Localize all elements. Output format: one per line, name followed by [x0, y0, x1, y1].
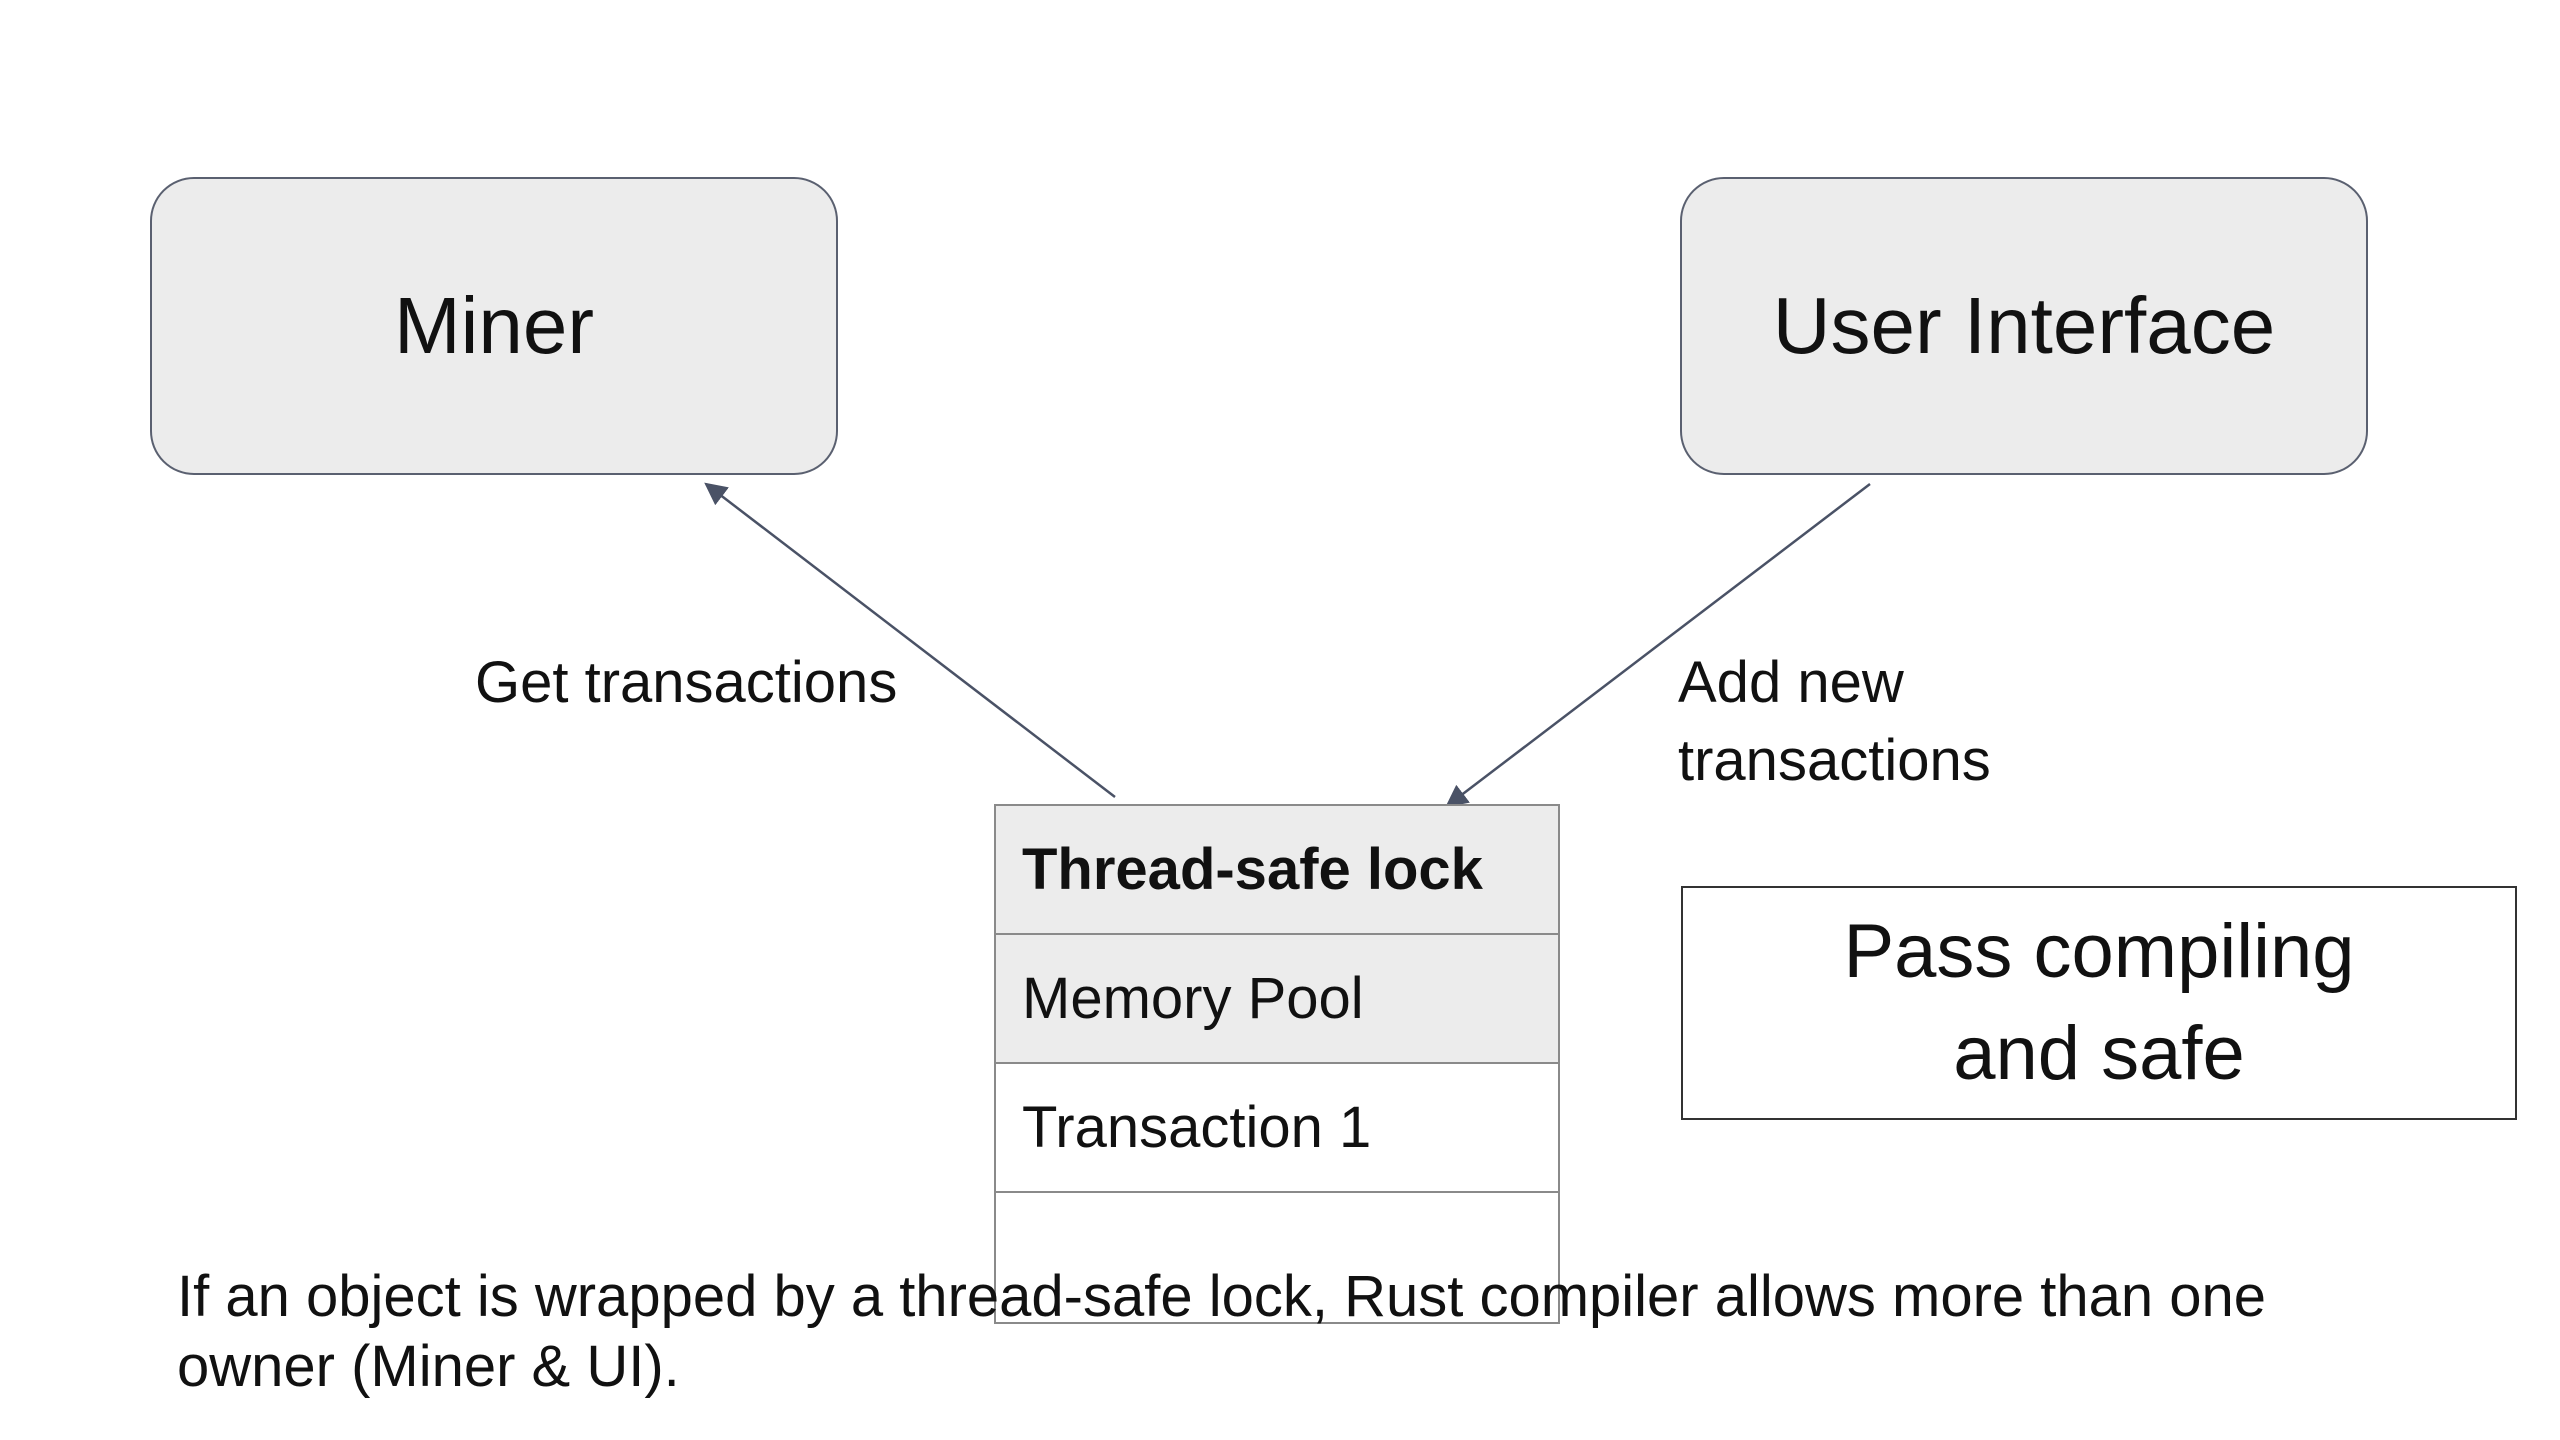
transaction-cell: Transaction 1 — [996, 1064, 1558, 1193]
miner-node: Miner — [150, 177, 838, 475]
memory-pool-stack: Thread-safe lock Memory Pool Transaction… — [994, 804, 1560, 1324]
memory-pool-cell: Memory Pool — [996, 935, 1558, 1064]
user-interface-label: User Interface — [1772, 281, 2276, 370]
user-interface-node: User Interface — [1680, 177, 2368, 475]
add-transactions-arrow — [1445, 483, 1871, 808]
get-transactions-arrow — [704, 482, 1116, 798]
thread-safe-lock-cell: Thread-safe lock — [996, 806, 1558, 935]
pass-compiling-box: Pass compiling and safe — [1681, 886, 2517, 1120]
caption-text: If an object is wrapped by a thread-safe… — [177, 1264, 2267, 1399]
add-new-transactions-label: Add new transactions — [1678, 650, 1991, 793]
get-transactions-label: Get transactions — [475, 650, 898, 715]
miner-label: Miner — [393, 281, 595, 370]
